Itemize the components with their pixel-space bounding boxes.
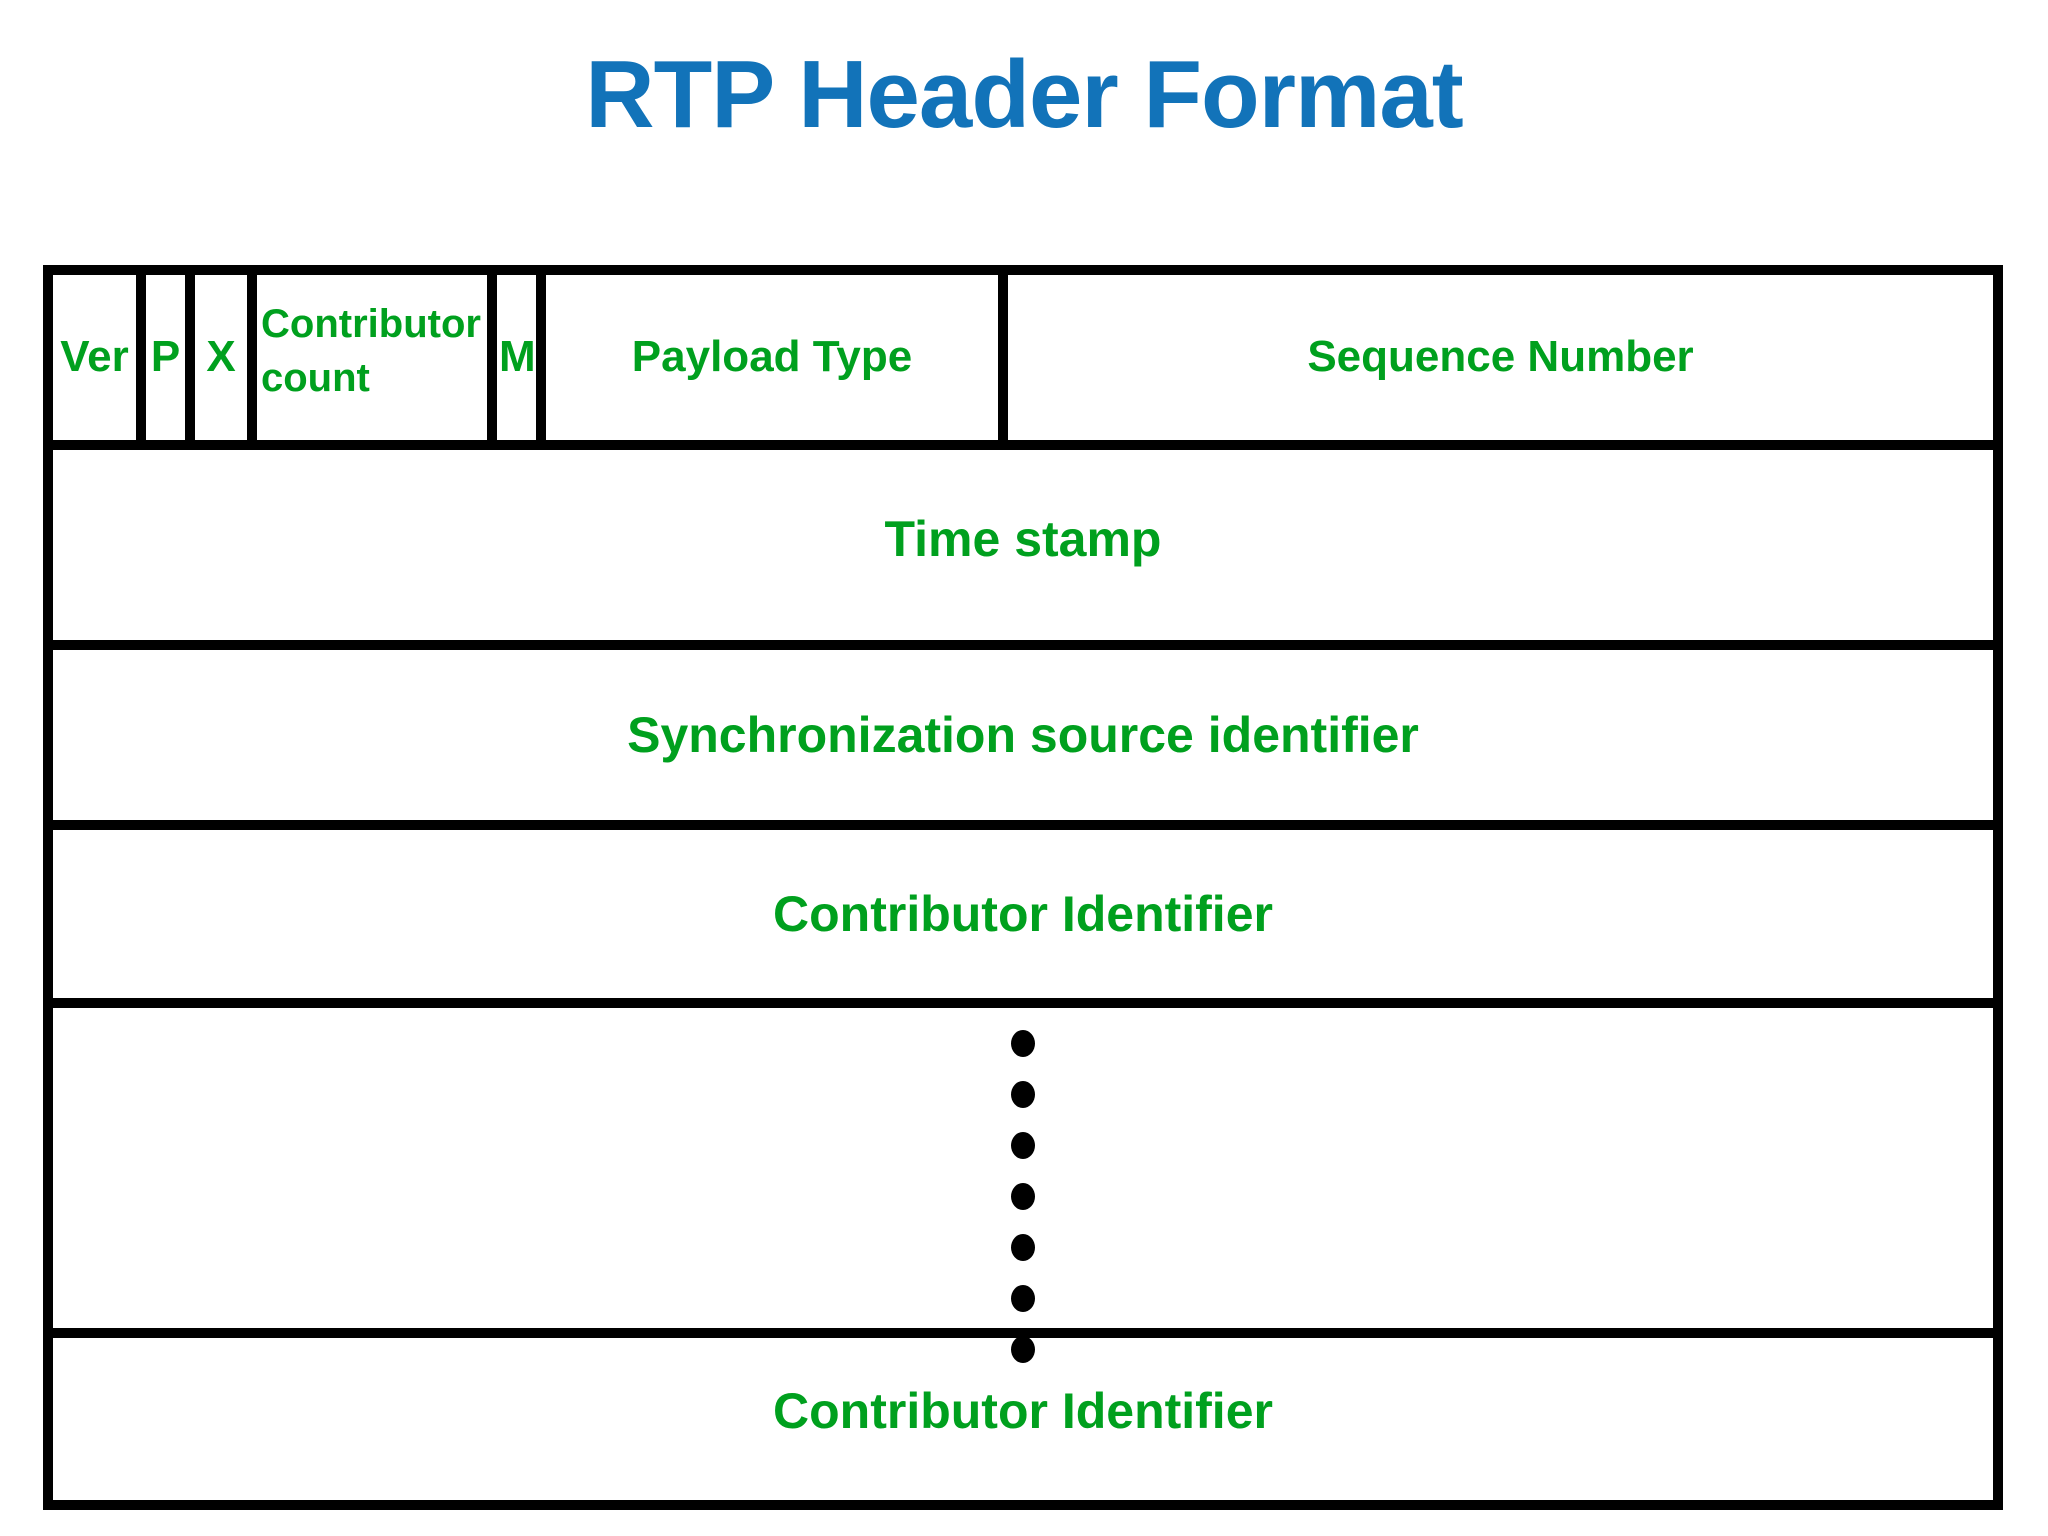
field-label-timestamp: Time stamp	[884, 511, 1162, 567]
field-label-contributor-count: Contributor count	[261, 302, 481, 400]
page-title: RTP Header Format	[585, 41, 1463, 148]
ellipsis-dot	[1011, 1285, 1035, 1312]
vertical-ellipsis-icon	[1011, 1030, 1035, 1363]
header-row-bit-fields: Ver P X Contributor count M Payload Type…	[53, 275, 1993, 450]
ellipsis-dot	[1011, 1336, 1035, 1363]
field-cell-contributor-count: Contributor count	[257, 275, 497, 440]
field-label-version: Ver	[60, 332, 129, 382]
header-row-timestamp: Time stamp	[53, 450, 1993, 650]
ellipsis-dot	[1011, 1234, 1035, 1261]
field-cell-sequence-number: Sequence Number	[1008, 275, 1993, 440]
ellipsis-dot	[1011, 1132, 1035, 1159]
ellipsis-dot	[1011, 1030, 1035, 1057]
ellipsis-dot	[1011, 1081, 1035, 1108]
header-row-csrc-first: Contributor Identifier	[53, 830, 1993, 1008]
field-cell-padding: P	[146, 275, 195, 440]
field-cell-marker: M	[497, 275, 546, 440]
header-row-ssrc: Synchronization source identifier	[53, 650, 1993, 830]
field-label-ssrc: Synchronization source identifier	[627, 707, 1419, 763]
field-label-csrc-first: Contributor Identifier	[773, 886, 1273, 942]
field-cell-version: Ver	[53, 275, 146, 440]
rtp-header-diagram: Ver P X Contributor count M Payload Type…	[43, 265, 2003, 1510]
field-cell-extension: X	[195, 275, 257, 440]
header-row-ellipsis	[53, 1008, 1993, 1363]
field-label-padding: P	[150, 332, 181, 382]
ellipsis-dot	[1011, 1183, 1035, 1210]
field-cell-payload-type: Payload Type	[546, 275, 1008, 440]
field-label-extension: X	[206, 332, 236, 382]
field-label-csrc-last: Contributor Identifier	[773, 1383, 1273, 1439]
field-label-sequence-number: Sequence Number	[1307, 332, 1694, 382]
field-label-payload-type: Payload Type	[631, 332, 913, 382]
header-row-csrc-last: Contributor Identifier	[53, 1338, 1993, 1500]
field-label-marker: M	[499, 332, 536, 382]
